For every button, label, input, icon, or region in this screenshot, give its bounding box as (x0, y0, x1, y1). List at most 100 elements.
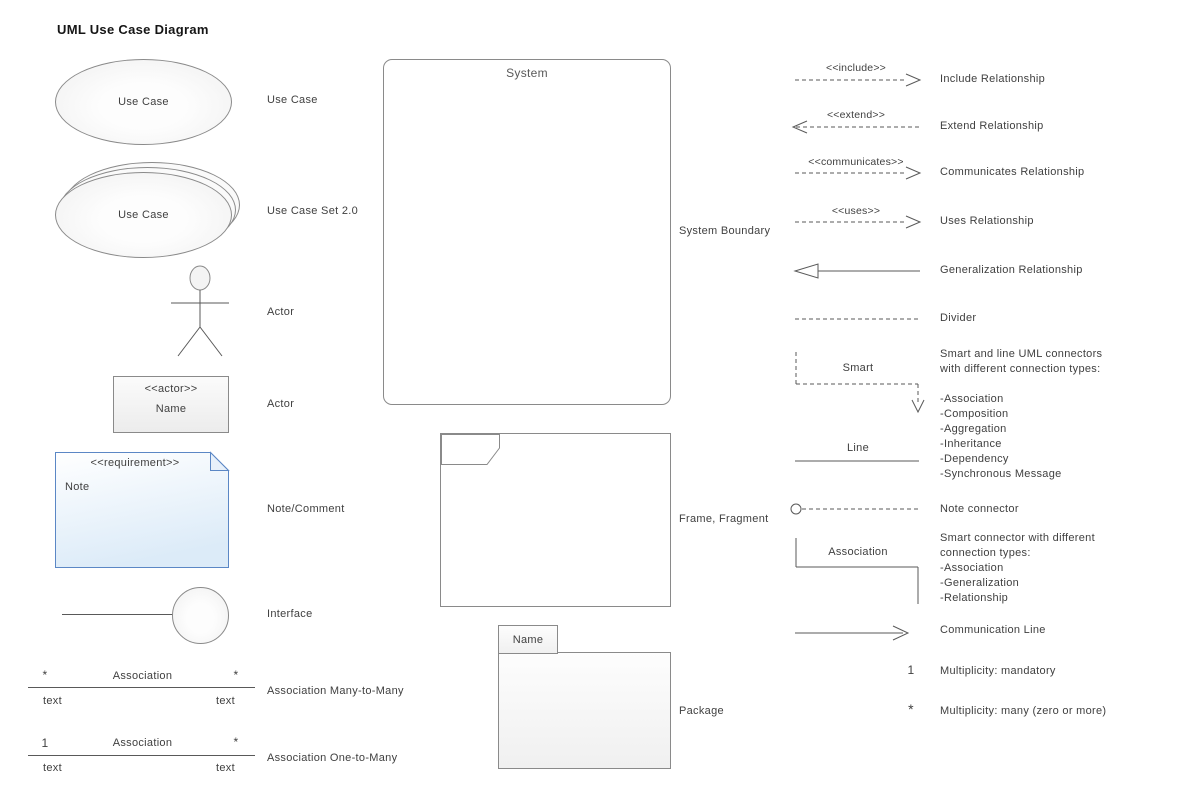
smart-description-line1: Smart and line UML connectors (940, 348, 1103, 360)
note-outline (55, 451, 230, 568)
multiplicity-many-label: Multiplicity: many (zero or more) (940, 705, 1107, 717)
use-case-shape[interactable]: Use Case (55, 59, 232, 145)
frame-fragment-shape[interactable] (440, 433, 671, 607)
include-connector[interactable] (793, 71, 925, 89)
line-connector[interactable] (793, 452, 925, 470)
note-stereotype: <<requirement>> (90, 457, 180, 469)
assoc-one-line (28, 755, 255, 756)
assoc-many-left-role: text (43, 695, 62, 707)
generalization-connector[interactable] (793, 262, 925, 280)
assoc-one-left-multiplicity: 1 (41, 736, 49, 750)
connection-types-list: -Association -Composition -Aggregation -… (940, 392, 1062, 482)
assoc-many-line-label: Association (112, 670, 173, 682)
multiplicity-mandatory-label: Multiplicity: mandatory (940, 665, 1056, 677)
arrow-right-icon (905, 73, 922, 87)
use-case-set-shape-text: Use Case (118, 209, 169, 221)
assoc-one-right-role: text (216, 762, 235, 774)
connection-type-item: -Association (940, 393, 1004, 405)
note-connector-label: Note connector (940, 503, 1019, 515)
uses-connector[interactable] (793, 213, 925, 231)
arrow-down-icon (911, 399, 925, 414)
assoc-many-right-multiplicity: * (233, 668, 239, 682)
system-boundary-title: System (506, 66, 548, 80)
assoc-one-left-role: text (43, 762, 62, 774)
note-text: Note (65, 481, 90, 493)
assoc-many-label: Association Many-to-Many (267, 685, 404, 697)
connection-type-item: -Composition (940, 408, 1009, 420)
divider-line[interactable] (793, 310, 925, 328)
smart2-type-item: -Relationship (940, 592, 1009, 604)
frame-name-pentagon-icon (441, 434, 500, 465)
arrow-right-icon (905, 215, 922, 229)
system-boundary-label: System Boundary (679, 225, 771, 237)
smart2-description-line1: Smart connector with different (940, 532, 1095, 544)
smart-description-line2: with different connection types: (940, 363, 1101, 375)
multiplicity-many-symbol[interactable]: * (908, 701, 914, 717)
association-connector-text: Association (828, 546, 888, 558)
actor-box-stereotype: <<actor>> (144, 383, 198, 395)
smart2-description-line2: connection types: (940, 547, 1031, 559)
smart2-type-item: -Generalization (940, 577, 1020, 589)
page-title: UML Use Case Diagram (57, 22, 209, 37)
actor-box[interactable]: <<actor>> Name (113, 376, 229, 433)
assoc-one-line-label: Association (112, 737, 173, 749)
smart2-description: Smart connector with different connectio… (940, 531, 1095, 606)
system-boundary-shape[interactable]: System (383, 59, 671, 405)
note-label: Note/Comment (267, 503, 345, 515)
use-case-label: Use Case (267, 94, 318, 106)
note-shape[interactable]: <<requirement>> Note (55, 451, 230, 568)
multiplicity-one-symbol[interactable]: 1 (907, 663, 915, 677)
arrow-right-icon (892, 625, 910, 641)
extend-connector[interactable] (790, 118, 925, 136)
assoc-one-label: Association One-to-Many (267, 752, 398, 764)
actor-figure[interactable] (168, 264, 232, 358)
communication-line-label: Communication Line (940, 624, 1046, 636)
assoc-many-right-role: text (216, 695, 235, 707)
extend-stereotype: <<extend>> (826, 109, 886, 121)
arrow-right-icon (905, 166, 922, 180)
communication-line[interactable] (793, 624, 925, 642)
interface-line[interactable] (62, 614, 173, 615)
communicates-connector[interactable] (793, 164, 925, 182)
communicates-stereotype: <<communicates>> (808, 156, 904, 168)
smart-connector-text: Smart (842, 362, 874, 374)
association-smart-connector[interactable] (790, 534, 930, 606)
frame-fragment-label: Frame, Fragment (679, 513, 769, 525)
actor-box-name: Name (155, 403, 187, 415)
divider-label: Divider (940, 312, 977, 324)
actor-head (189, 265, 211, 291)
arrow-left-icon (791, 120, 808, 134)
include-stereotype: <<include>> (825, 62, 886, 74)
smart2-type-item: -Association (940, 562, 1004, 574)
note-connector[interactable] (788, 500, 925, 518)
package-body (498, 652, 671, 769)
use-case-shape-text: Use Case (118, 96, 169, 108)
smart-connector[interactable] (790, 348, 930, 416)
package-label: Package (679, 705, 724, 717)
package-tab-text: Name (512, 633, 544, 646)
hollow-triangle-icon (793, 263, 819, 279)
connection-type-item: -Synchronous Message (940, 468, 1062, 480)
interface-circle[interactable] (172, 587, 229, 644)
assoc-many-left-multiplicity: * (42, 668, 48, 682)
assoc-one-right-multiplicity: * (233, 735, 239, 749)
use-case-set-label: Use Case Set 2.0 (267, 205, 359, 217)
generalization-label: Generalization Relationship (940, 264, 1083, 276)
note-fold-icon (210, 451, 230, 471)
assoc-many-line (28, 687, 255, 688)
actor-figure-label: Actor (267, 306, 295, 318)
extend-label: Extend Relationship (940, 120, 1044, 132)
connection-type-item: -Inheritance (940, 438, 1002, 450)
include-label: Include Relationship (940, 73, 1046, 85)
smart-description: Smart and line UML connectors with diffe… (940, 347, 1102, 377)
uses-stereotype: <<uses>> (831, 205, 881, 217)
connection-type-item: -Dependency (940, 453, 1009, 465)
interface-label: Interface (267, 608, 313, 620)
uses-label: Uses Relationship (940, 215, 1034, 227)
package-tab: Name (498, 625, 558, 654)
connection-type-item: -Aggregation (940, 423, 1007, 435)
circle-end-icon (790, 503, 802, 515)
actor-box-label: Actor (267, 398, 295, 410)
use-case-set-front-ellipse: Use Case (55, 172, 232, 258)
